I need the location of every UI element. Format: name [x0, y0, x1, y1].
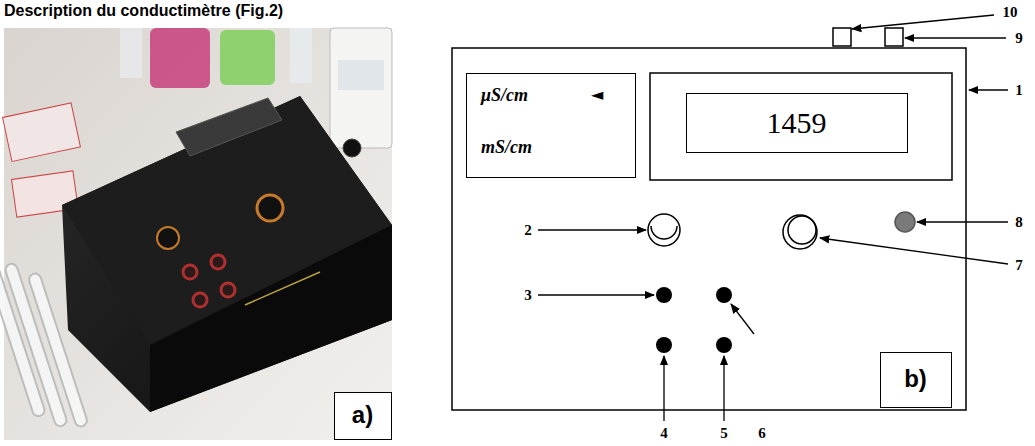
callout-number: 6 — [758, 426, 766, 441]
node-text: μS/cm — [481, 86, 528, 106]
meter-schematic — [452, 28, 966, 410]
unit-indicator-box: μS/cm ◄ mS/cm — [466, 73, 636, 178]
node-text: a) — [352, 402, 373, 428]
jack-sockets — [656, 287, 732, 353]
node-text: ◄ — [591, 86, 603, 104]
meter-photo — [0, 28, 392, 440]
callout-number: 8 — [1015, 215, 1023, 230]
panel-label-box: b) — [880, 352, 952, 408]
callout-number: 10 — [1003, 5, 1018, 20]
callout-number: 4 — [660, 426, 668, 441]
callout-number: 1 — [1015, 83, 1023, 98]
temperature-knob — [783, 215, 817, 249]
display-frame — [650, 73, 952, 180]
node-text: 1459 — [767, 106, 827, 139]
calibration-knob — [648, 214, 680, 246]
node-text: mS/cm — [481, 138, 532, 158]
callout-number: 3 — [524, 288, 532, 303]
callout-number: 5 — [720, 426, 728, 441]
power-button — [895, 212, 915, 232]
connector-square — [833, 28, 851, 46]
panel-label-box: a) — [334, 392, 392, 440]
node-text: b) — [904, 366, 927, 392]
figure-title: Description du conductimètre (Fig.2) — [4, 2, 283, 20]
callout-number: 9 — [1015, 31, 1023, 46]
callout-number: 7 — [1015, 258, 1023, 273]
housing-outline — [452, 48, 966, 410]
callout-number: 2 — [524, 223, 532, 238]
connector-square — [885, 28, 903, 46]
display-screen: 1459 — [686, 93, 908, 153]
